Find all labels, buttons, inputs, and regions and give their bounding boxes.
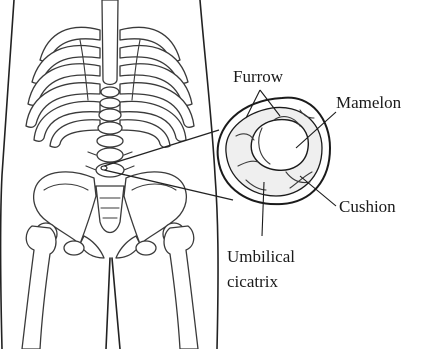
umbilicus-closeup [218, 98, 330, 205]
inner-leg-lines [106, 258, 120, 349]
pelvis [34, 172, 187, 258]
label-cushion: Cushion [339, 197, 396, 216]
femurs [22, 226, 198, 349]
sternum [102, 0, 118, 85]
label-furrow: Furrow [233, 67, 284, 86]
umbilicus-marker [101, 166, 107, 170]
label-umbilical-line2: cicatrix [227, 272, 278, 291]
label-umbilical-line1: Umbilical [227, 247, 295, 266]
label-mamelon: Mamelon [336, 93, 402, 112]
